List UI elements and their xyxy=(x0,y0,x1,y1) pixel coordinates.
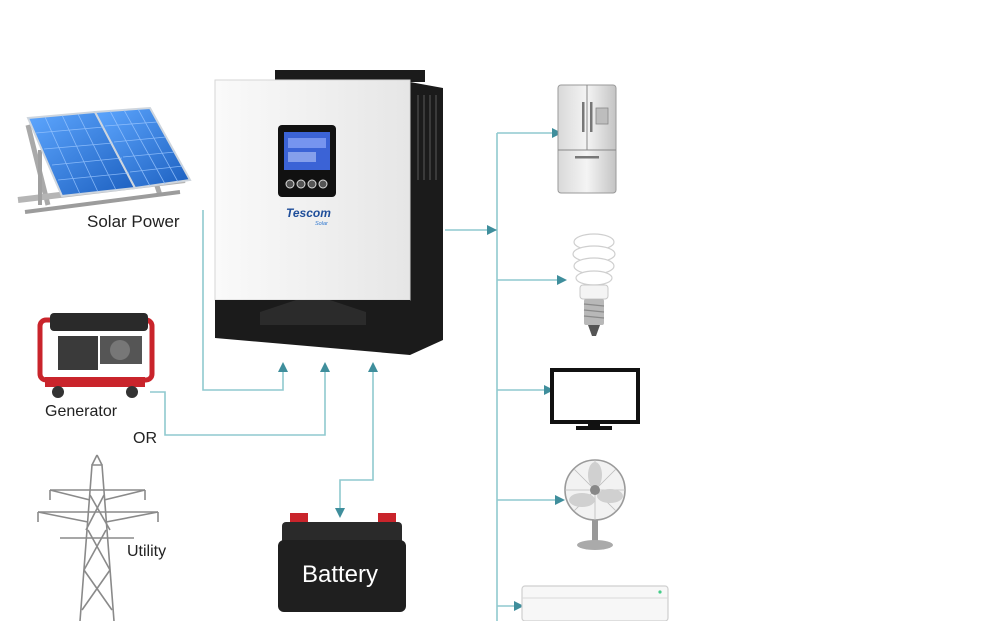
battery-label: Battery xyxy=(302,561,378,588)
arrow-generator xyxy=(320,362,330,372)
air-conditioner-icon xyxy=(521,585,669,621)
inverter-sub: Solar xyxy=(315,221,329,227)
solar-power-label: Solar Power xyxy=(87,212,180,231)
battery-icon: Battery xyxy=(278,513,406,612)
arrow-bulb xyxy=(557,275,567,285)
arrow-fridge xyxy=(552,128,562,138)
fan-icon xyxy=(564,459,626,550)
arrow-output xyxy=(487,225,497,235)
arrow-monitor xyxy=(544,385,554,395)
monitor-icon xyxy=(550,368,640,430)
generator-line xyxy=(150,370,326,436)
arrow-fan xyxy=(555,495,565,505)
inverter-icon: Tescom Solar xyxy=(214,70,443,355)
utility-tower-icon xyxy=(37,454,159,621)
cfl-bulb-icon xyxy=(572,233,616,336)
arrow-battery-down xyxy=(335,508,345,518)
solar-panel-icon xyxy=(17,106,192,214)
solar-line xyxy=(202,210,284,391)
generator-label: Generator xyxy=(45,403,118,420)
generator-icon xyxy=(37,313,155,398)
battery-line xyxy=(339,370,374,510)
refrigerator-icon xyxy=(557,84,617,194)
arrow-battery xyxy=(368,362,378,372)
arrowheads xyxy=(278,128,567,611)
inverter-brand: Tescom xyxy=(286,206,331,220)
or-label: OR xyxy=(133,430,157,447)
arrow-solar xyxy=(278,362,288,372)
utility-label: Utility xyxy=(127,543,166,560)
arrow-ac xyxy=(514,601,524,611)
connection-lines xyxy=(150,132,560,621)
